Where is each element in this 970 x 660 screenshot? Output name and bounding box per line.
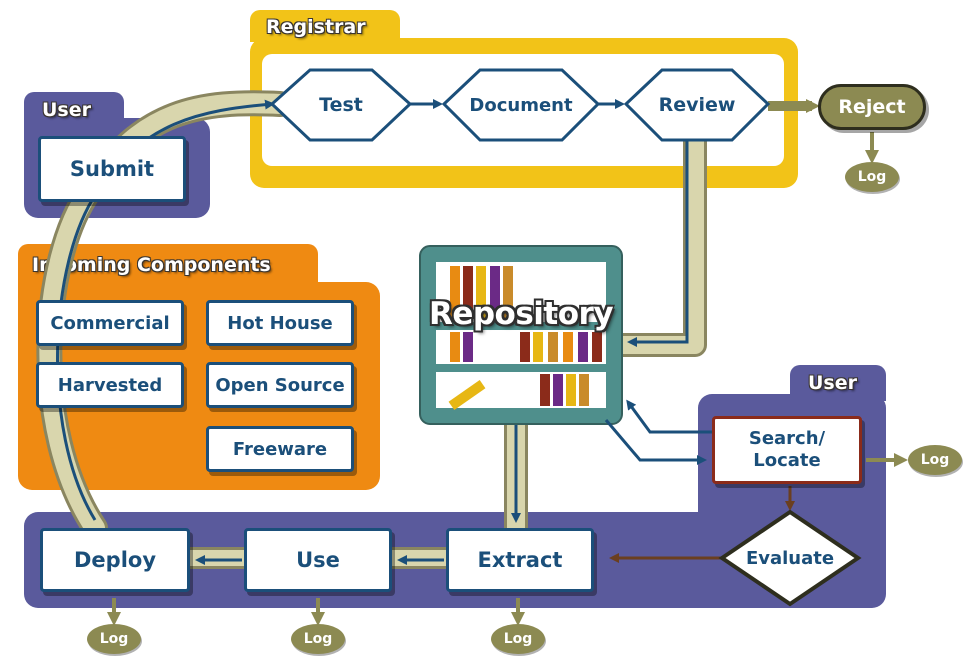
evaluate-diamond-shape bbox=[718, 509, 862, 607]
deploy-box[interactable]: Deploy bbox=[40, 528, 190, 592]
log-bubble-use: Log bbox=[291, 624, 345, 654]
log-arrows bbox=[107, 132, 908, 626]
log-bubble-deploy: Log bbox=[87, 624, 141, 654]
registrar-diamonds bbox=[269, 68, 771, 142]
harvested-box[interactable]: Harvested bbox=[36, 362, 184, 408]
hot-house-box[interactable]: Hot House bbox=[206, 300, 354, 346]
document-node[interactable]: Document bbox=[469, 94, 573, 116]
bottom-flow-pipes bbox=[190, 547, 446, 569]
extract-box[interactable]: Extract bbox=[446, 528, 594, 592]
log-bubble-reject: Log bbox=[845, 162, 899, 192]
reject-node[interactable]: Reject bbox=[818, 84, 926, 130]
evaluate-arrows bbox=[609, 486, 795, 563]
open-source-box[interactable]: Open Source bbox=[206, 362, 354, 408]
evaluate-node[interactable]: Evaluate bbox=[745, 547, 835, 569]
search-repository-arrows bbox=[604, 399, 716, 465]
test-diamond-shape bbox=[269, 68, 413, 142]
review-repository-pipe bbox=[622, 130, 707, 357]
review-node[interactable]: Review bbox=[658, 94, 736, 116]
search-locate-line-1: Search/ bbox=[748, 427, 826, 449]
search-locate-box[interactable]: Search/ Locate bbox=[712, 416, 862, 484]
freeware-box[interactable]: Freeware bbox=[206, 426, 354, 472]
registrar-panel-label: Registrar bbox=[266, 16, 366, 38]
incoming-panel-label: Incoming Components bbox=[32, 254, 271, 276]
log-bubble-extract: Log bbox=[491, 624, 545, 654]
repository-label: Repository bbox=[428, 296, 614, 332]
registrar-panel-tab bbox=[250, 10, 400, 42]
user-top-panel-label: User bbox=[42, 99, 91, 121]
test-node[interactable]: Test bbox=[319, 94, 363, 116]
log-bubble-search: Log bbox=[908, 445, 962, 475]
use-box[interactable]: Use bbox=[244, 528, 392, 592]
repository-shelf bbox=[419, 245, 623, 425]
document-diamond-shape bbox=[441, 68, 601, 142]
review-diamond-shape bbox=[623, 68, 771, 142]
user-bottom-panel-label: User bbox=[808, 372, 857, 394]
commercial-box[interactable]: Commercial bbox=[36, 300, 184, 346]
search-locate-line-2: Locate bbox=[753, 450, 821, 471]
submit-box[interactable]: Submit bbox=[38, 136, 186, 202]
